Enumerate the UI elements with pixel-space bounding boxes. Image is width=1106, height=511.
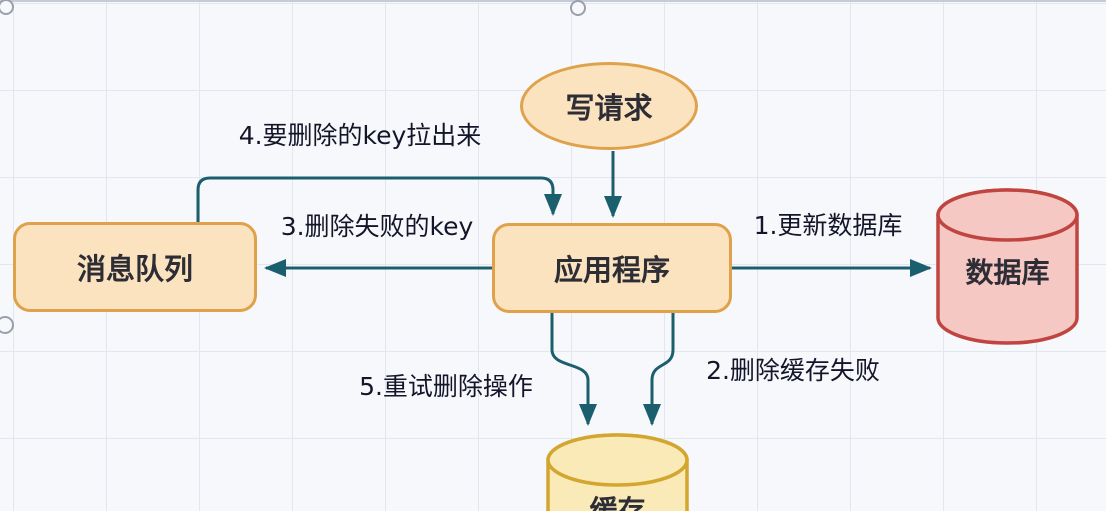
connector-handle-icon[interactable] bbox=[570, 0, 586, 16]
node-application[interactable]: 应用程序 bbox=[492, 223, 732, 313]
node-write-request-label: 写请求 bbox=[565, 91, 653, 125]
edge-label-update-database: 1.更新数据库 bbox=[753, 211, 903, 240]
node-cache-cylinder[interactable] bbox=[546, 433, 689, 511]
connector-handle-icon[interactable] bbox=[0, 0, 14, 15]
edge-label-pull-key: 4.要删除的key拉出来 bbox=[238, 121, 482, 150]
node-cache-label: 缓存 bbox=[589, 494, 646, 511]
edge-retry-delete-application-to-cache[interactable] bbox=[550, 313, 597, 426]
node-application-label: 应用程序 bbox=[553, 253, 670, 287]
edge-delete-cache-failed-application-to-cache[interactable] bbox=[643, 313, 675, 426]
edge-label-failed-key: 3.删除失败的key bbox=[280, 212, 474, 241]
edge-pull-key-mq-to-application[interactable] bbox=[196, 176, 562, 222]
edge-label-retry-delete: 5.重试删除操作 bbox=[359, 372, 533, 401]
connector-handle-icon[interactable] bbox=[0, 316, 14, 334]
node-database-label: 数据库 bbox=[965, 256, 1050, 289]
node-write-request[interactable]: 写请求 bbox=[520, 62, 698, 150]
node-message-queue[interactable]: 消息队列 bbox=[13, 222, 257, 312]
top-grid-line bbox=[0, 0, 1106, 2]
node-message-queue-label: 消息队列 bbox=[76, 252, 193, 286]
edge-label-delete-cache-failed: 2.删除缓存失败 bbox=[706, 356, 880, 385]
node-database-cylinder[interactable] bbox=[936, 188, 1079, 345]
